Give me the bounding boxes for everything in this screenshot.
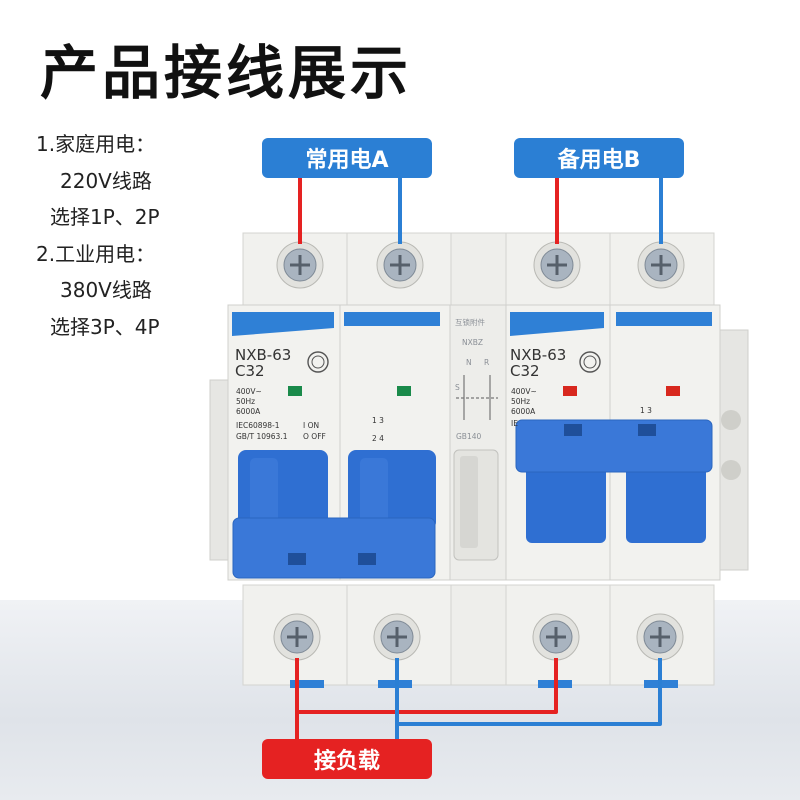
right-pole-marks: 1 3	[640, 406, 652, 415]
source-a-badge: 常用电A	[262, 138, 432, 178]
right-handle-back	[626, 465, 706, 543]
interlock-model: NXBZ	[462, 338, 484, 347]
handle-slot	[564, 424, 582, 436]
handle-slot	[638, 424, 656, 436]
right-freq-label: 50Hz	[511, 397, 531, 406]
ccc-certification-icon	[579, 351, 601, 373]
interlock-lever-grip	[460, 456, 478, 548]
wire-red-load	[295, 658, 558, 714]
left-pole-marks: 1 3	[372, 416, 384, 425]
ccc-certification-icon	[307, 351, 329, 373]
note-line-380v: 380V线路	[60, 278, 152, 302]
left-on-label: I ON	[303, 421, 320, 430]
interlock-switch-symbol-icon	[456, 375, 498, 420]
mount-hole-icon	[721, 410, 741, 430]
right-capacity-label: 6000A	[511, 407, 536, 416]
left-capacity-label: 6000A	[236, 407, 261, 416]
indicator-green-icon	[288, 386, 302, 396]
left-handle-bar[interactable]	[232, 517, 436, 579]
load-badge: 接负载	[262, 739, 432, 779]
interlock-top	[450, 232, 507, 312]
note-line-220v: 220V线路	[60, 168, 152, 193]
left-voltage-label: 400V~	[236, 387, 262, 396]
interlock-s-label: S	[455, 383, 460, 392]
wire-blue-load	[395, 658, 662, 726]
mount-hole-icon	[721, 460, 741, 480]
right-standard1-label: IE	[511, 419, 518, 428]
handle-slot	[358, 553, 376, 565]
handle-lever	[360, 458, 388, 526]
right-handle-bar[interactable]	[515, 419, 713, 473]
left-model-label: NXB-63	[235, 346, 292, 364]
handle-lever	[250, 458, 278, 526]
right-model-label: NXB-63	[510, 346, 567, 364]
left-off-label: O OFF	[303, 432, 326, 441]
interlock-title: 互锁附件	[455, 318, 485, 327]
screw-icon	[373, 613, 421, 661]
left-freq-label: 50Hz	[236, 397, 256, 406]
right-rating-label: C32	[510, 362, 540, 380]
page-title: 产品接线展示	[40, 39, 413, 107]
screw-icon	[376, 241, 424, 289]
blue-label-strip	[232, 312, 334, 336]
screw-icon	[532, 613, 580, 661]
note-line-household: 1.家庭用电：	[36, 132, 156, 156]
din-clip	[290, 680, 324, 688]
left-rating-label: C32	[235, 362, 265, 380]
screw-icon	[273, 613, 321, 661]
interlock-code: GB140	[456, 432, 482, 441]
note-line-select-1p2p: 选择1P、2P	[50, 205, 160, 229]
left-standard1-label: IEC60898-1	[236, 421, 280, 430]
interlock-r-label: R	[484, 358, 490, 367]
screw-icon	[636, 613, 684, 661]
screw-icon	[533, 241, 581, 289]
note-line-select-3p4p: 选择3P、4P	[50, 314, 160, 339]
note-line-industrial: 2.工业用电：	[36, 241, 156, 266]
source-b-badge: 备用电B	[514, 138, 684, 178]
handle-slot	[288, 553, 306, 565]
interlock-n-label: N	[466, 358, 472, 367]
left-standard2-label: GB/T 10963.1	[236, 432, 288, 441]
right-handle-back	[526, 465, 606, 543]
left-pole-marks-bottom: 2 4	[372, 434, 384, 443]
blue-label-strip	[510, 312, 604, 336]
screw-icon	[637, 241, 685, 289]
indicator-green-icon	[397, 386, 411, 396]
right-voltage-label: 400V~	[511, 387, 537, 396]
interlock-bottom	[450, 584, 507, 686]
wiring-notes: 1.家庭用电： 220V线路 选择1P、2P 2.工业用电： 380V线路 选择…	[36, 126, 160, 345]
blue-label-strip	[616, 312, 712, 326]
indicator-red-icon	[666, 386, 680, 396]
screw-icon	[276, 241, 324, 289]
blue-label-strip	[344, 312, 440, 326]
indicator-red-icon	[563, 386, 577, 396]
